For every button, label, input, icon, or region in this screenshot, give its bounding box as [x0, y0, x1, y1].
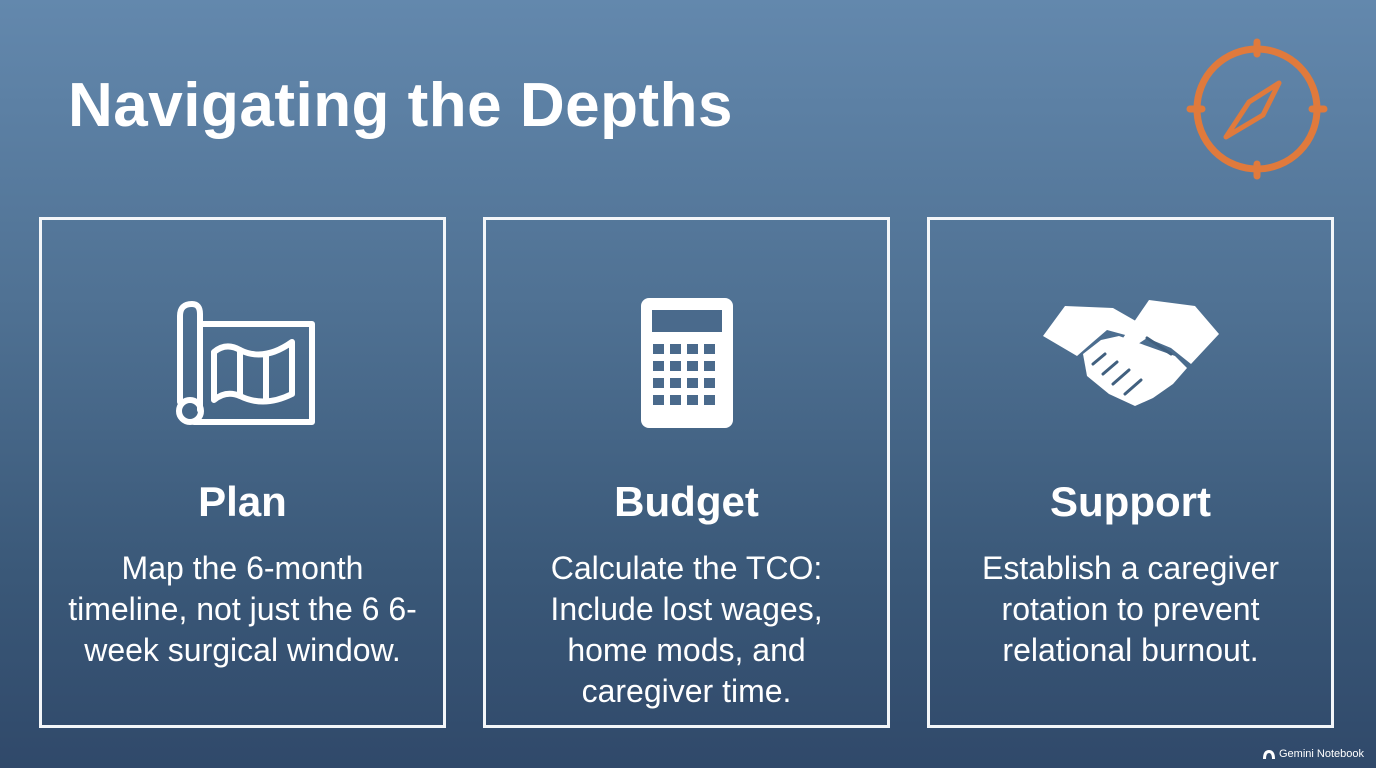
card-text: Establish a caregiver rotation to preven… — [981, 550, 1280, 668]
card-title: Budget — [614, 478, 759, 525]
calculator-icon — [640, 298, 733, 428]
notebook-logo-icon — [1263, 749, 1275, 759]
card-budget: Budget Calculate the TCO: Include lost w… — [483, 217, 890, 728]
handshake-icon — [1042, 300, 1219, 406]
map-icon — [175, 301, 315, 425]
watermark-label: Gemini Notebook — [1279, 748, 1364, 760]
card-title: Support — [1050, 478, 1211, 525]
watermark: Gemini Notebook — [1263, 748, 1364, 760]
card-plan: Plan Map the 6-month timeline, not just … — [39, 217, 446, 728]
card-text: Calculate the TCO: Include lost wages, h… — [550, 550, 823, 709]
card-title: Plan — [198, 478, 287, 525]
compass-icon — [1186, 38, 1328, 180]
card-support: Support Establish a caregiver rotation t… — [927, 217, 1334, 728]
slide-title: Navigating the Depths — [68, 71, 734, 140]
card-text: Map the 6-month timeline, not just the 6… — [68, 550, 417, 668]
